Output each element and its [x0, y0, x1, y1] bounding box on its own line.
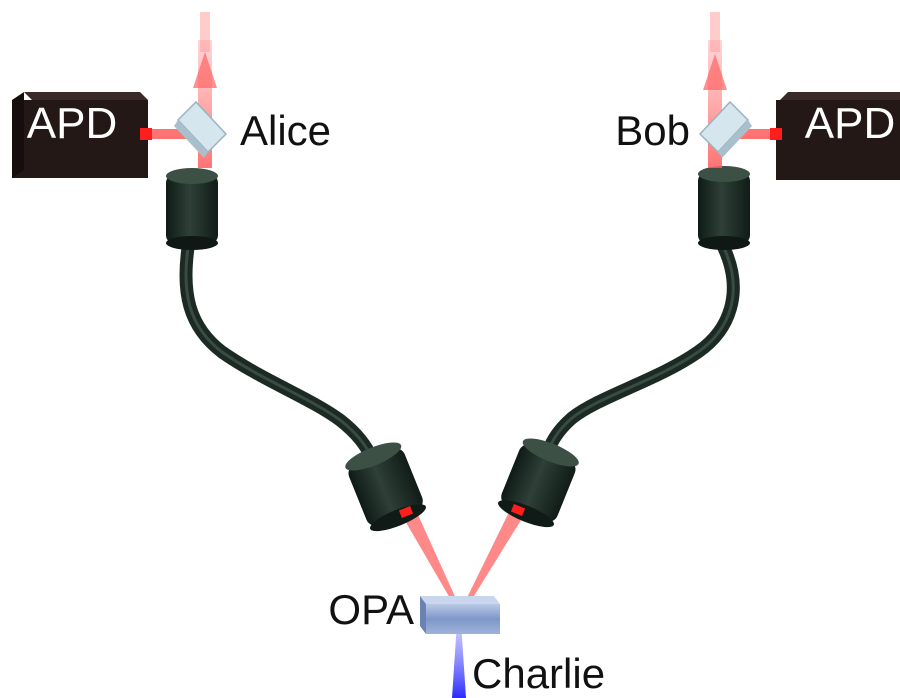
- opa-label: OPA: [328, 586, 414, 633]
- fiber-collimator-bob: [698, 166, 750, 250]
- pump-beam: [452, 622, 466, 698]
- alice-label: Alice: [240, 107, 331, 154]
- optical-fiber-right-sheen: [544, 246, 735, 460]
- output-spot-lower-right: [510, 504, 526, 516]
- bob-beam-to-apd: [716, 129, 776, 139]
- signal-beam-left: [400, 506, 462, 612]
- opa-crystal: [420, 596, 500, 634]
- apd-right-label: APD: [805, 99, 895, 148]
- alice-beam-arrow: [193, 52, 217, 88]
- optical-fiber-right: [539, 241, 740, 465]
- fiber-collimator-alice: [166, 168, 218, 250]
- fiber-collimator-lower-right: [498, 438, 579, 528]
- beam-splitter-mirror-bob: [698, 100, 752, 158]
- output-spot-lower-left: [398, 506, 414, 518]
- apd-detector-right: [770, 92, 900, 180]
- apd-detector-left: [12, 92, 152, 178]
- charlie-label: Charlie: [472, 650, 605, 697]
- beam-splitter-mirror-alice: [174, 100, 228, 158]
- bob-beam-arrow: [703, 54, 727, 90]
- alice-beam-tail: [200, 12, 210, 52]
- optical-fiber-left-sheen: [184, 246, 374, 460]
- signal-beam-right: [460, 506, 526, 612]
- bob-beam-tail: [710, 12, 720, 52]
- alice-beam-to-apd: [144, 129, 202, 139]
- optical-fiber-left: [179, 241, 379, 465]
- bob-label: Bob: [615, 107, 690, 154]
- apd-left-label: APD: [27, 99, 117, 148]
